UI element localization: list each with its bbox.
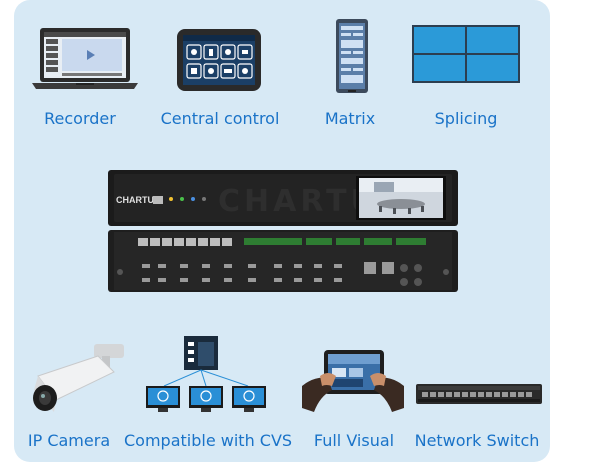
full-visual-label: Full Visual [313, 431, 395, 450]
network-switch-icon [416, 382, 542, 406]
central-control-label: Central control [160, 109, 280, 128]
full-visual-icon [302, 346, 404, 420]
central-control-icon [176, 28, 262, 92]
splicing-icon [412, 25, 520, 83]
svg-text:CHARTU: CHARTU [116, 195, 154, 205]
network-switch-label: Network Switch [414, 431, 540, 450]
main-device-image: CHARTU CHARTU [108, 168, 458, 294]
cvs-diagram-icon [144, 334, 268, 416]
recorder-icon [30, 26, 140, 92]
ip-camera-label: IP Camera [27, 431, 111, 450]
splicing-label: Splicing [434, 109, 498, 128]
recorder-label: Recorder [44, 109, 116, 128]
matrix-icon [332, 18, 372, 94]
ip-camera-icon [28, 342, 126, 420]
cvs-label: Compatible with CVS [124, 431, 293, 450]
matrix-label: Matrix [324, 109, 376, 128]
svg-text:CHARTU: CHARTU [218, 184, 379, 219]
